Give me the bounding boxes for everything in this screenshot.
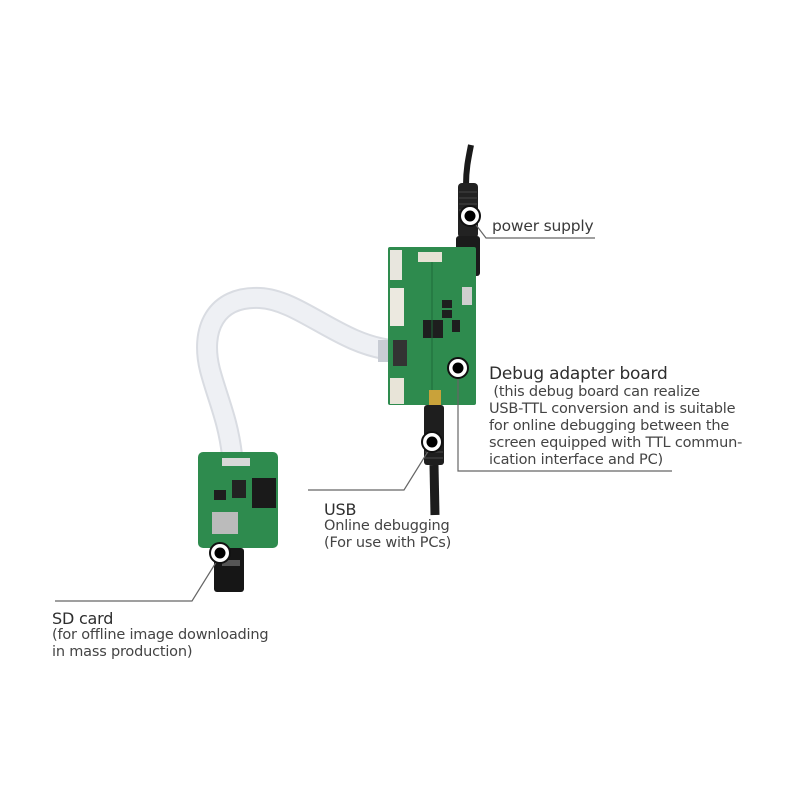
callout-usb-desc-line: (For use with PCs)	[324, 535, 452, 551]
marker-power	[459, 205, 481, 227]
callout-power-supply: power supply	[492, 218, 594, 235]
ribbon-cable	[196, 286, 394, 464]
driver-board	[198, 452, 278, 548]
marker-debug-board	[447, 357, 469, 379]
callout-debug-adapter-board: Debug adapter board (this debug board ca…	[489, 365, 742, 469]
callout-debug-desc-line: ication interface and PC)	[489, 452, 663, 468]
callout-sd-title: SD card	[52, 609, 114, 628]
callout-debug-title: Debug adapter board	[489, 364, 668, 384]
debug-adapter-board	[388, 247, 476, 406]
callout-debug-desc-line: (this debug board can realize	[489, 384, 700, 400]
marker-sd-card	[209, 542, 231, 564]
callout-usb-title: USB	[324, 500, 357, 519]
callout-power-title: power supply	[492, 217, 594, 235]
callout-sd-desc-line: in mass production)	[52, 644, 193, 660]
callout-sd-desc-line: (for offline image downloading	[52, 627, 269, 643]
callout-debug-desc-line: screen equipped with TTL commun-	[489, 435, 743, 451]
callout-debug-desc-line: USB-TTL conversion and is suitable	[489, 401, 736, 417]
callout-sd-card: SD card (for offline image downloading i…	[52, 609, 269, 661]
callout-usb: USB Online debugging (For use with PCs)	[324, 501, 451, 552]
callout-debug-desc-line: for online debugging between the	[489, 418, 730, 434]
usb-cable	[424, 405, 444, 516]
marker-usb	[421, 431, 443, 453]
callout-usb-desc-line: Online debugging	[324, 518, 450, 534]
